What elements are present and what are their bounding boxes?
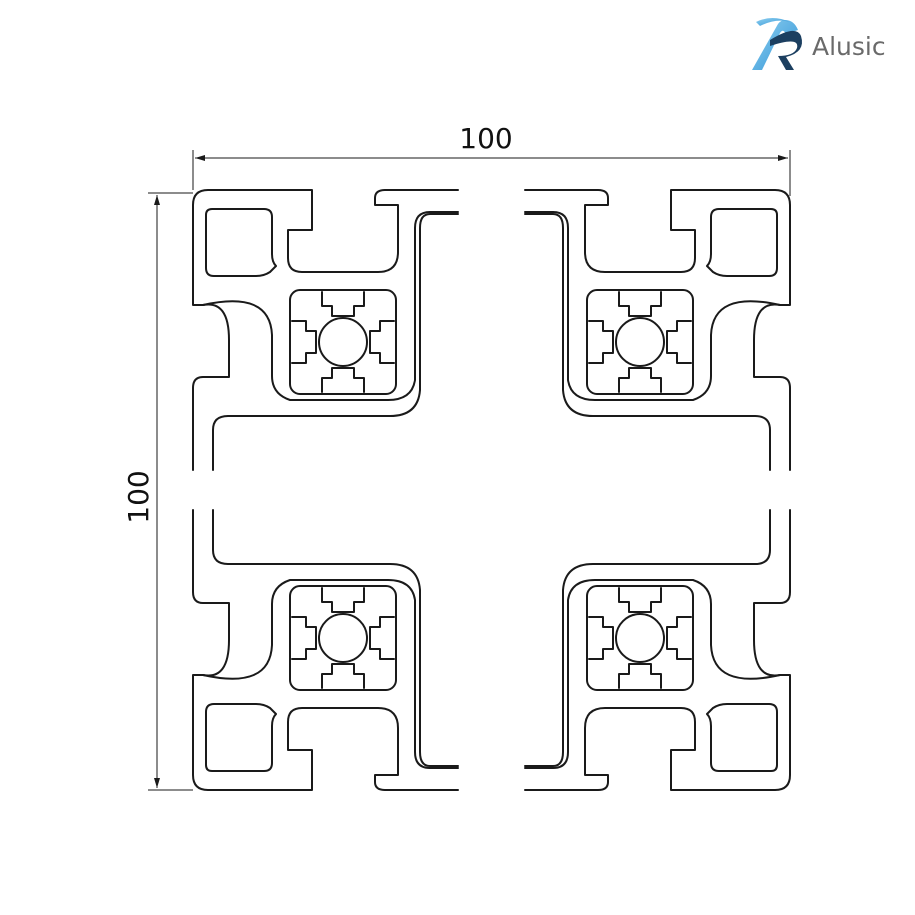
brand-name: Alusic (812, 32, 886, 61)
width-dimension: 100 (192, 122, 791, 196)
profile-quadrant-top-left (192, 189, 459, 471)
height-dimension-label: 100 (122, 470, 155, 523)
profile-quadrant-bottom-left (192, 509, 459, 791)
height-dimension: 100 (122, 192, 193, 791)
alusic-logo-icon (752, 18, 802, 70)
profile-quadrant-top-right (524, 189, 791, 471)
profile-quadrant-bottom-right (524, 509, 791, 791)
width-dimension-label: 100 (459, 122, 512, 155)
